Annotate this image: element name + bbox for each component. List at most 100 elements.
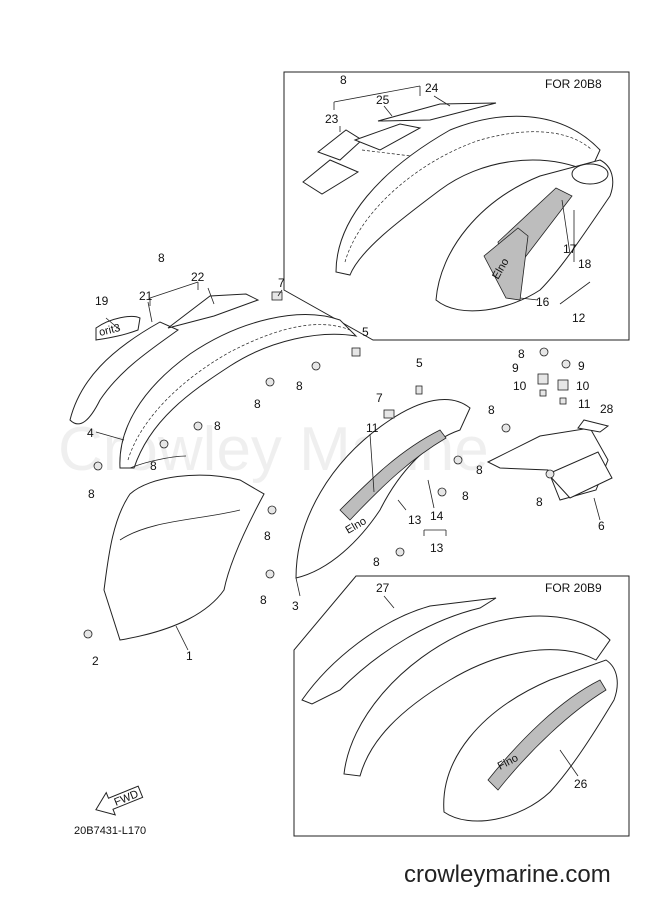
callout-20b: 8 [158, 251, 165, 265]
part-1-inner-edge [119, 509, 241, 541]
part-6-plate [547, 451, 613, 499]
decal-22 [167, 293, 260, 329]
callout-8e: 8 [88, 487, 95, 501]
callout-5a: 5 [362, 325, 369, 339]
inset-b9-stripe [487, 679, 607, 791]
callout-22: 22 [191, 270, 205, 284]
decal-24 [377, 102, 497, 122]
callout-4: 4 [87, 426, 94, 440]
callout-13b: 13 [430, 541, 444, 555]
callout-15: 14 [430, 509, 444, 523]
leader-20a-ticks [333, 86, 421, 110]
part-4-edge [127, 324, 351, 461]
screw-8 [267, 505, 277, 515]
inset-b9-top-cover [343, 615, 611, 777]
collar-11a [539, 389, 547, 397]
frame-20b9: FOR 20B9 27 Fino 26 [293, 575, 630, 837]
frame-20b8: FOR 20B8 Elno 8 25 24 23 18 17 16 12 [283, 71, 630, 341]
reference-code: 20B7431-L170 [74, 825, 146, 837]
leader-20b [149, 281, 199, 299]
callout-12: 11 [366, 421, 379, 435]
screw-8 [265, 569, 275, 579]
leader-25 [383, 105, 393, 117]
fwd-arrow: FWD [95, 785, 144, 816]
leader-6 [593, 497, 601, 521]
leader-13a [559, 281, 591, 305]
screw-8 [193, 421, 203, 431]
decal-27 [301, 597, 497, 705]
leaders-12-14-15 [369, 433, 435, 511]
screw-8 [93, 461, 103, 471]
inset-top-cover-edge [344, 131, 593, 263]
leader-1 [175, 625, 189, 651]
callout-8g: 8 [260, 593, 267, 607]
callout-10a: 9 [512, 361, 519, 375]
damper-10a [537, 373, 549, 385]
leader-20b-ticks [149, 282, 199, 306]
frame-20b8-label: FOR 20B8 [545, 77, 602, 91]
leader-4 [95, 431, 125, 441]
leaders-19-21-22 [105, 287, 215, 331]
callout-2: 2 [92, 654, 99, 668]
screw-8 [501, 423, 511, 433]
clip-7a [271, 291, 283, 301]
part-3-stripe [339, 429, 447, 521]
callout-8f: 8 [264, 529, 271, 543]
decal-21 [69, 321, 180, 425]
part-28 [577, 419, 610, 433]
callout-16: 16 [536, 295, 550, 309]
callout-11b: 11 [578, 397, 591, 411]
callout-8c: 8 [214, 419, 221, 433]
screw-8 [159, 439, 169, 449]
part-1-wire [129, 455, 187, 469]
bolt-9b [561, 359, 571, 369]
damper-10b [557, 379, 569, 391]
callout-1: 1 [186, 649, 193, 663]
clip-7b [383, 409, 395, 419]
callout-3: 3 [292, 599, 299, 613]
callout-21: 21 [139, 289, 153, 303]
callout-13a: 12 [572, 311, 586, 325]
callout-19: 19 [95, 294, 109, 308]
grommet-5b [415, 385, 423, 395]
callout-7b: 7 [376, 391, 383, 405]
callout-7a: 7 [278, 276, 285, 290]
part-1-leg-shield [103, 474, 265, 641]
callout-28: 28 [600, 402, 614, 416]
screws [83, 347, 555, 639]
fwd-arrow-shape [95, 785, 144, 816]
decal-25 [353, 123, 422, 151]
fwd-label: FWD [113, 788, 141, 809]
callout-9b: 9 [578, 359, 585, 373]
collar-11b [559, 397, 567, 405]
callout-8a: 8 [254, 397, 261, 411]
callout-26: 26 [574, 777, 588, 791]
screw-8 [311, 361, 321, 371]
screw-8 [437, 487, 447, 497]
callout-8j: 8 [476, 463, 483, 477]
screw-8 [453, 455, 463, 465]
callout-23: 23 [325, 112, 339, 126]
inset-lamp-hole [571, 163, 609, 185]
screw-8 [395, 547, 405, 557]
callout-20a: 8 [340, 73, 347, 87]
callout-8h: 8 [373, 555, 380, 569]
callout-8b: 8 [296, 379, 303, 393]
callout-10b: 10 [576, 379, 590, 393]
inset-stripe-17 [483, 227, 529, 301]
callout-6: 6 [598, 519, 605, 533]
screw-2 [83, 629, 93, 639]
callout-5b: 5 [416, 356, 423, 370]
callout-17: 17 [563, 242, 577, 256]
leader-16-17-18 [519, 199, 575, 301]
callout-18: 18 [578, 257, 592, 271]
main-assembly: orit3 Elno [69, 251, 614, 668]
leader-13b [423, 529, 447, 536]
frame-20b9-label: FOR 20B9 [545, 581, 602, 595]
callout-11a: 10 [513, 379, 527, 393]
grommet-5a [351, 347, 361, 357]
callout-27: 27 [376, 581, 390, 595]
frame-20b8-border [283, 71, 630, 341]
part-4-cover [119, 314, 358, 469]
